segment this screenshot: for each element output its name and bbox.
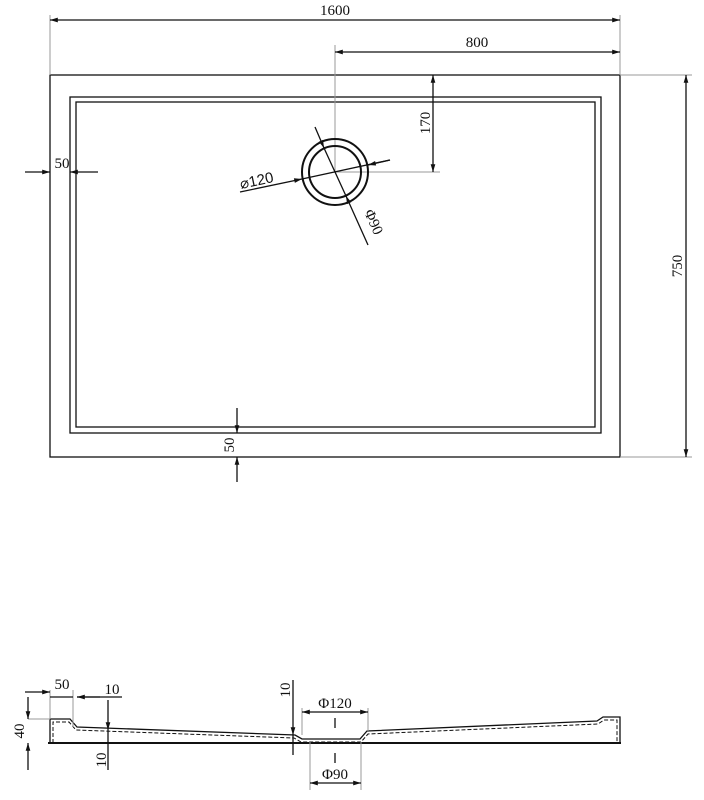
drain-outer-circle bbox=[301, 138, 369, 206]
dim-label-50-left: 50 bbox=[55, 156, 70, 172]
dim-label-170: 170 bbox=[418, 112, 434, 135]
dim-label-50-bottom: 50 bbox=[222, 438, 238, 453]
dim-label-section-10-base: 10 bbox=[94, 753, 110, 768]
plan-view: 1600 800 170 750 50 bbox=[25, 3, 692, 482]
dim-label-drain-120: ⌀120 bbox=[238, 169, 275, 193]
dimension-drain-offset-y: 170 bbox=[335, 75, 440, 173]
dimension-drain-offset-x: 800 bbox=[334, 35, 620, 172]
tray-profile-top bbox=[49, 716, 621, 743]
dim-label-section-50: 50 bbox=[55, 677, 70, 693]
drain: ⌀120 Φ90 bbox=[238, 126, 391, 246]
drain-inner-circle bbox=[308, 145, 362, 199]
dimension-overall-depth: 750 bbox=[620, 74, 692, 458]
dim-label-section-10-drain: 10 bbox=[278, 683, 294, 698]
section-view: 40 50 10 10 10 Φ120 Φ90 bbox=[12, 677, 621, 790]
dim-label-section-120: Φ120 bbox=[318, 696, 351, 712]
dim-label-800: 800 bbox=[466, 35, 489, 51]
dim-label-section-90: Φ90 bbox=[322, 767, 348, 783]
dim-label-750: 750 bbox=[670, 255, 686, 278]
dimension-rim-bottom: 50 bbox=[222, 408, 240, 482]
dimension-overall-width: 1600 bbox=[49, 3, 621, 75]
dim-label-section-10-step: 10 bbox=[105, 682, 120, 698]
dimension-rim-left: 50 bbox=[25, 156, 98, 175]
tray-profile-hatch bbox=[52, 719, 618, 743]
dim-label-40: 40 bbox=[12, 724, 28, 739]
dim-label-1600: 1600 bbox=[320, 3, 350, 19]
dim-label-drain-90: Φ90 bbox=[360, 207, 385, 237]
